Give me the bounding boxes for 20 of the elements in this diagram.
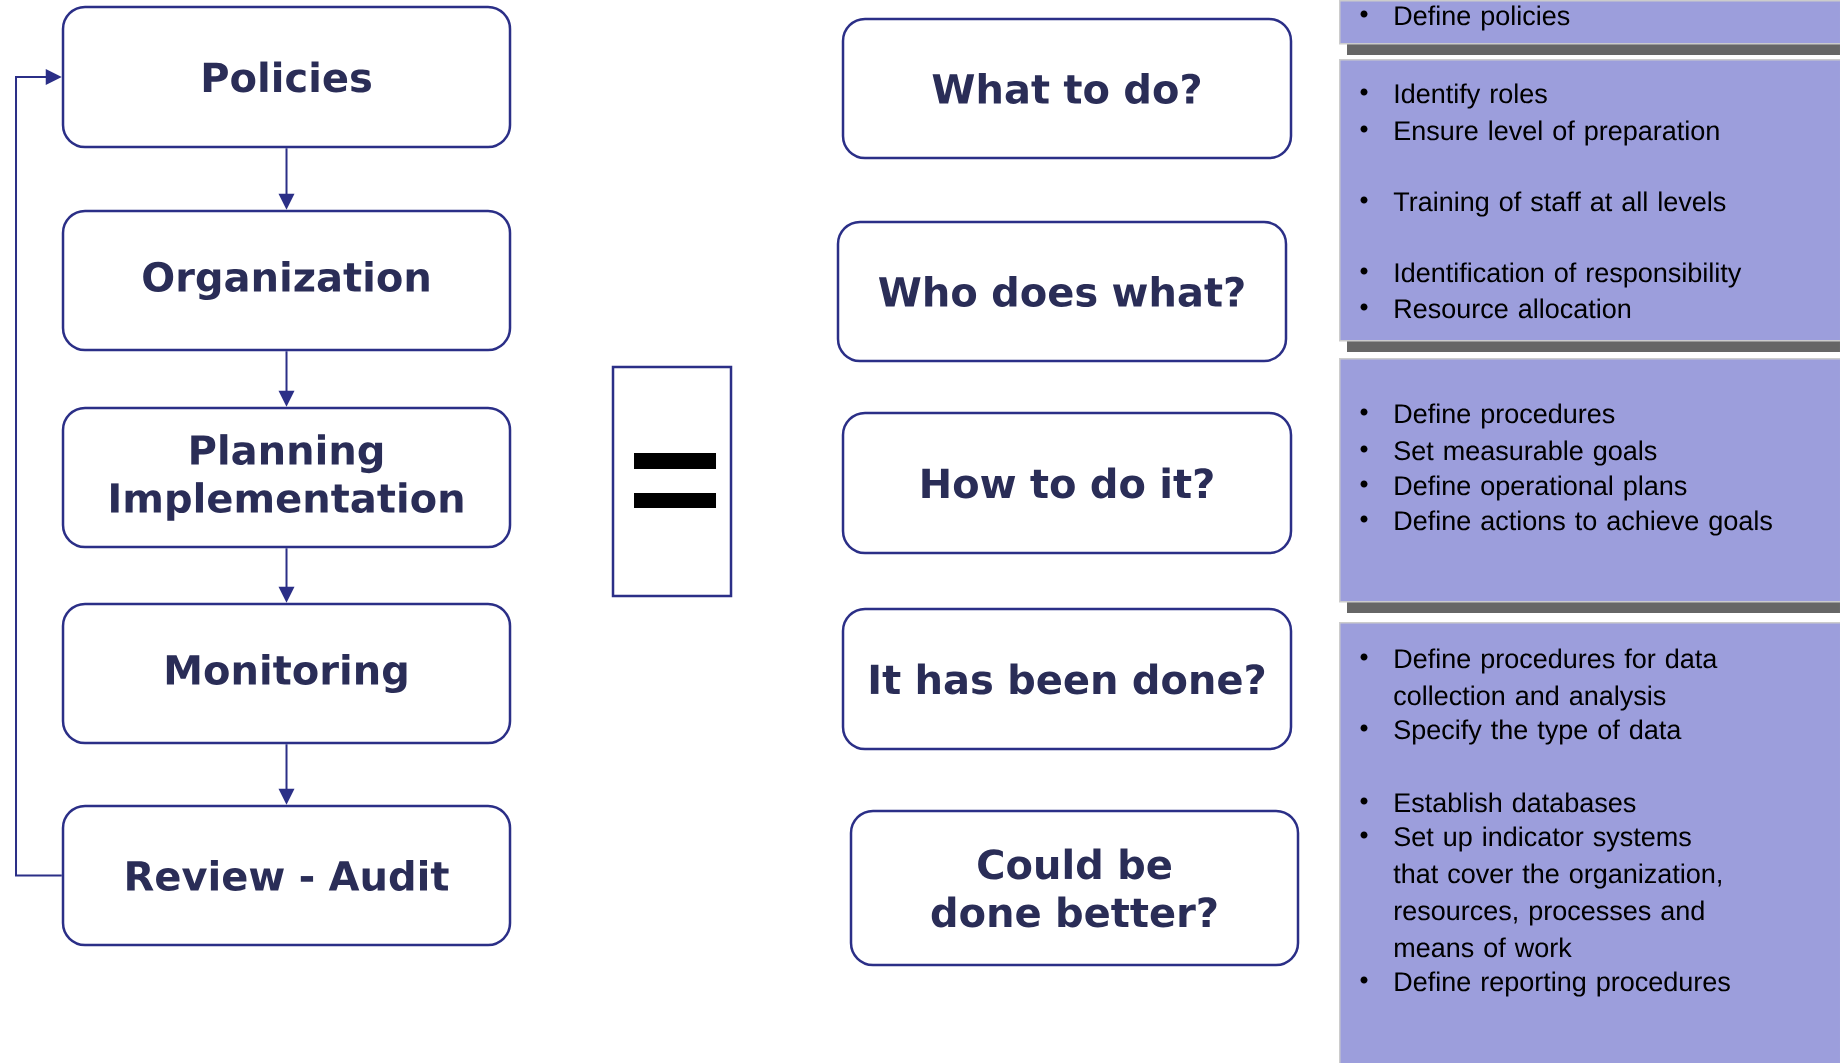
arrow xyxy=(278,350,295,407)
list-item: Establish databases xyxy=(1360,792,1636,813)
arrow xyxy=(278,547,295,603)
process-box: Monitoring xyxy=(61,602,512,745)
list-item: Define procedures for data collection and analysis xyxy=(1360,648,1718,711)
question-box: What to do? xyxy=(841,17,1293,160)
list-item: Define reporting procedures xyxy=(1360,971,1730,997)
question-box: Could be done better? xyxy=(849,809,1300,967)
process-box: Organization xyxy=(61,209,512,352)
arrow xyxy=(278,743,295,805)
question-box: How to do it? xyxy=(841,411,1293,555)
question-box: Who does what? xyxy=(836,220,1288,363)
list-item: Specify the type of data xyxy=(1360,719,1682,745)
process-box: Review - Audit xyxy=(61,804,512,947)
list-item: Set up indicator systems that cover the organization, resources, processes and means of work xyxy=(1360,826,1721,958)
arrow xyxy=(278,147,295,210)
arrow xyxy=(15,69,63,877)
question-box: It has been done? xyxy=(841,607,1293,751)
process-box: Planning Implementation xyxy=(61,406,512,549)
process-box: Policies xyxy=(61,5,512,149)
